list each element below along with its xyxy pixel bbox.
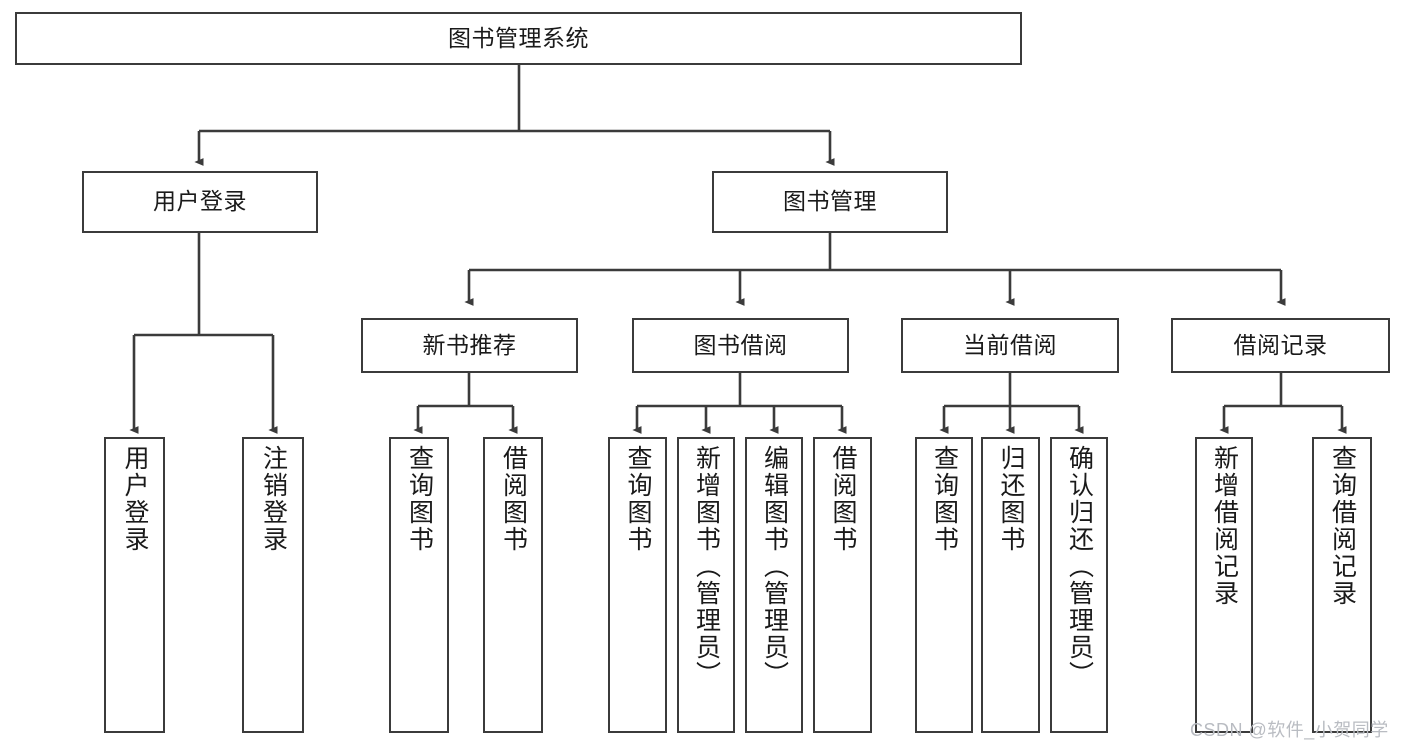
node-book-management[interactable]: 图书管理 — [712, 171, 948, 233]
leaf-borrow-borrow-book[interactable]: 借阅图书 — [813, 437, 872, 733]
node-label: 新增借阅记录 — [1210, 445, 1239, 607]
node-label: 用户登录 — [121, 445, 149, 553]
node-label: 编辑图书（管理员） — [760, 445, 789, 688]
leaf-record-query-record[interactable]: 查询借阅记录 — [1312, 437, 1372, 733]
leaf-current-return-book[interactable]: 归还图书 — [981, 437, 1040, 733]
node-system-root[interactable]: 图书管理系统 — [15, 12, 1022, 65]
node-label: 新书推荐 — [422, 331, 517, 358]
node-label: 查询图书 — [930, 445, 959, 553]
node-label: 新增图书（管理员） — [692, 445, 721, 688]
leaf-borrow-edit-book-admin[interactable]: 编辑图书（管理员） — [745, 437, 803, 733]
node-label: 用户登录 — [153, 188, 247, 215]
leaf-borrow-add-book-admin[interactable]: 新增图书（管理员） — [677, 437, 735, 733]
node-label: 当前借阅 — [963, 331, 1057, 358]
node-current-borrow[interactable]: 当前借阅 — [901, 318, 1119, 373]
leaf-borrow-query-book[interactable]: 查询图书 — [608, 437, 667, 733]
node-label: 注销登录 — [259, 445, 288, 553]
leaf-user-login-signout[interactable]: 注销登录 — [242, 437, 304, 733]
node-label: 查询借阅记录 — [1328, 445, 1357, 607]
node-label: 归还图书 — [997, 445, 1025, 553]
node-label: 借阅图书 — [829, 445, 857, 553]
node-label: 查询图书 — [624, 445, 652, 553]
leaf-recommend-borrow-book[interactable]: 借阅图书 — [483, 437, 543, 733]
csdn-watermark: CSDN @软件_小贺同学 — [1190, 720, 1389, 740]
node-label: 图书借阅 — [693, 331, 788, 358]
node-label: 借阅记录 — [1233, 331, 1328, 358]
leaf-record-add-record[interactable]: 新增借阅记录 — [1195, 437, 1253, 733]
leaf-user-login-signin[interactable]: 用户登录 — [104, 437, 165, 733]
node-label: 查询图书 — [405, 445, 434, 553]
node-label: 确认归还（管理员） — [1065, 445, 1094, 688]
node-label: 图书管理 — [783, 188, 877, 215]
node-label: 图书管理系统 — [448, 24, 589, 51]
node-new-book-recommend[interactable]: 新书推荐 — [361, 318, 578, 373]
node-borrow-record[interactable]: 借阅记录 — [1171, 318, 1390, 373]
leaf-current-query-book[interactable]: 查询图书 — [915, 437, 973, 733]
leaf-recommend-query-book[interactable]: 查询图书 — [389, 437, 449, 733]
leaf-current-confirm-return-admin[interactable]: 确认归还（管理员） — [1050, 437, 1108, 733]
node-label: 借阅图书 — [499, 445, 528, 553]
node-book-borrow[interactable]: 图书借阅 — [632, 318, 849, 373]
node-user-login[interactable]: 用户登录 — [82, 171, 318, 233]
